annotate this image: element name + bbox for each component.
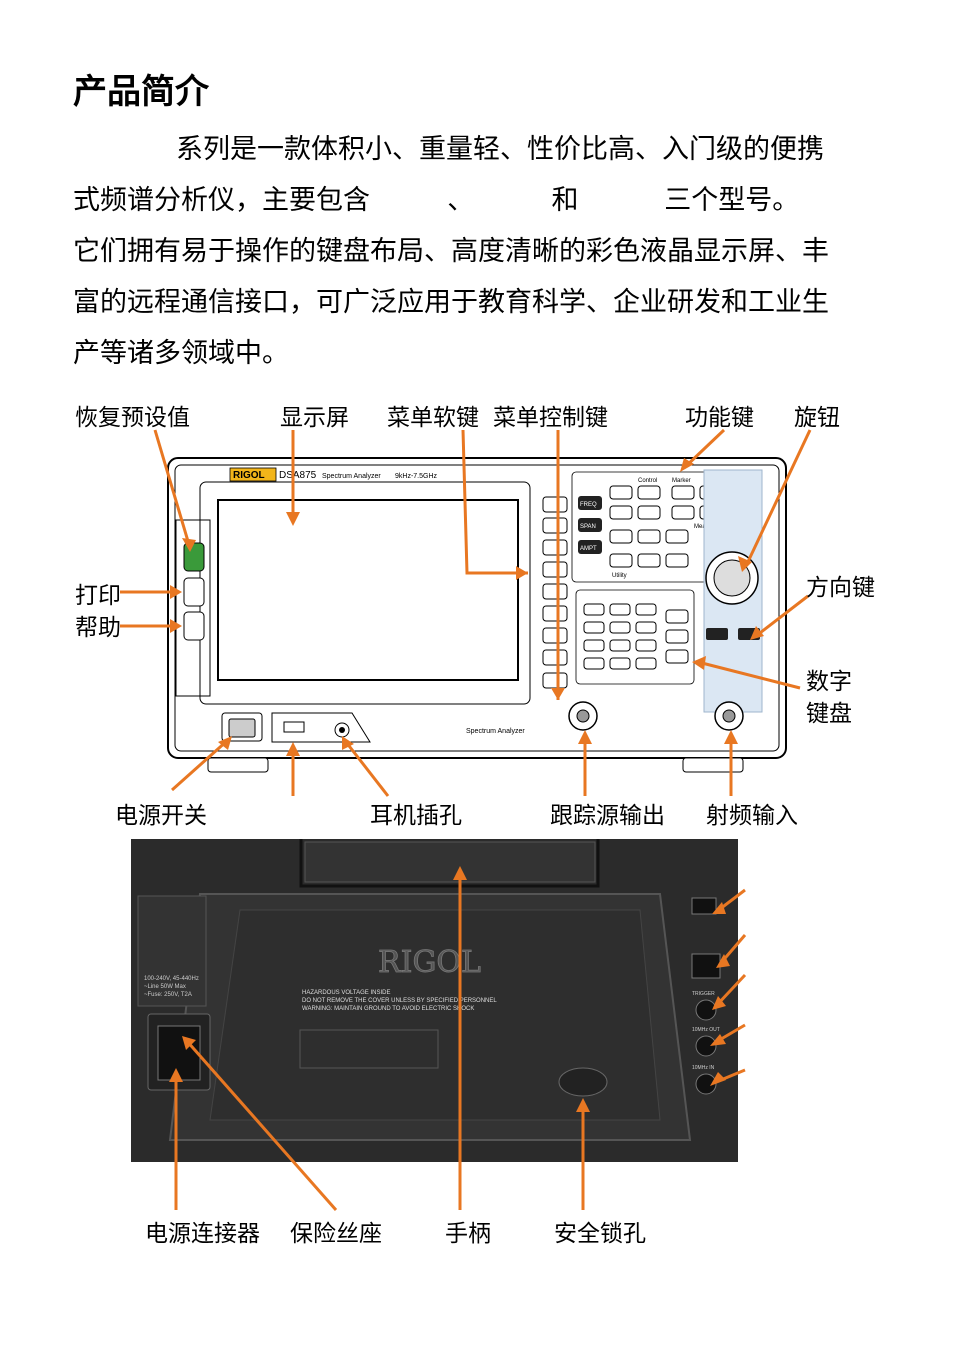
- label-fuse: 保险丝座: [290, 1221, 382, 1247]
- rear-power-3: ~Fuse: 250V, T2A: [144, 992, 192, 998]
- port-trigger: TRIGGER: [692, 991, 715, 997]
- arrow-left-key: [706, 628, 728, 640]
- left-keys: FREQ SPAN AMPT: [578, 496, 602, 554]
- label-handle: 手柄: [445, 1221, 491, 1247]
- display-screen: [217, 499, 519, 681]
- panel-name: Spectrum Analyzer: [466, 728, 525, 735]
- brand-logo: [229, 467, 277, 482]
- label-power-connector: 电源连接器: [145, 1221, 260, 1247]
- range-text: 9kHz-7.5GHz: [395, 473, 438, 480]
- label-print: 打印: [75, 583, 121, 609]
- rear-warning-2: DO NOT REMOVE THE COVER UNLESS BY SPECIF…: [302, 998, 497, 1004]
- key-freq: FREQ: [580, 502, 597, 508]
- label-menu-ctrl: 菜单控制键: [493, 405, 608, 431]
- label-tg-out: 跟踪源输出: [550, 803, 665, 829]
- label-display: 显示屏: [280, 405, 349, 431]
- label-headphone: 耳机插孔: [370, 803, 462, 829]
- label-numpad-1: 数字: [806, 669, 852, 695]
- help-key: [183, 611, 205, 641]
- usb-port-rear: [691, 897, 717, 915]
- group-marker: Marker: [672, 478, 691, 484]
- numpad: [575, 589, 695, 685]
- port-ref-in: 10MHz IN: [692, 1065, 715, 1071]
- label-rf-in: 射频输入: [706, 803, 798, 829]
- label-func: 功能键: [685, 405, 754, 431]
- usb-port: [283, 721, 305, 733]
- label-knob: 旋钮: [794, 405, 840, 431]
- label-lock: 安全锁孔: [554, 1221, 646, 1247]
- softkeys: [542, 496, 568, 689]
- ref-in-port: [695, 1073, 717, 1095]
- model-text: DSA875: [279, 470, 317, 481]
- label-softkeys: 菜单软键: [387, 405, 479, 431]
- group-utility: Utility: [612, 573, 627, 579]
- rear-brand: RIGOL: [378, 945, 481, 980]
- paragraph-line: 产等诸多领域中。: [73, 338, 289, 369]
- page-title: 产品简介: [73, 72, 209, 112]
- paragraph-line: 它们拥有易于操作的键盘布局、高度清晰的彩色液晶显示屏、丰: [73, 236, 829, 267]
- intro-paragraph: 系列是一款体积小、重量轻、性价比高、入门级的便携 式频谱分析仪，主要包含 、 和…: [73, 124, 885, 379]
- print-key: [183, 577, 205, 607]
- rear-power-2: ~Line 50W Max: [144, 984, 186, 990]
- port-ref-out: 10MHz OUT: [692, 1027, 720, 1033]
- paragraph-line: 系列是一款体积小、重量轻、性价比高、入门级的便携: [73, 134, 824, 165]
- security-lock: [558, 1067, 608, 1097]
- rear-power-1: 100-240V, 45-440Hz: [144, 976, 199, 982]
- handle: [304, 841, 596, 883]
- label-help: 帮助: [75, 615, 121, 641]
- label-power: 电源开关: [115, 803, 207, 829]
- key-ampt: AMPT: [580, 546, 597, 552]
- paragraph-line: 式频谱分析仪，主要包含 、 和 三个型号。: [73, 185, 800, 216]
- label-numpad-2: 键盘: [806, 701, 852, 727]
- ref-out-port: [695, 1035, 717, 1057]
- rear-warning-3: WARNING: MAINTAIN GROUND TO AVOID ELECTR…: [302, 1006, 474, 1012]
- label-preset: 恢复预设值: [75, 405, 190, 431]
- group-control: Control: [638, 478, 657, 484]
- paragraph-line: 富的远程通信接口，可广泛应用于教育科学、企业研发和工业生: [73, 287, 829, 318]
- label-arrows: 方向键: [806, 575, 875, 601]
- subtitle-text: Spectrum Analyzer: [322, 473, 381, 480]
- trigger-port: [695, 999, 717, 1021]
- lan-port: [691, 953, 721, 979]
- key-span: SPAN: [580, 524, 596, 530]
- brand-text: RIGOL: [233, 470, 265, 481]
- front-callouts: [120, 428, 812, 797]
- rear-warning-1: HAZARDOUS VOLTAGE INSIDE: [302, 990, 390, 996]
